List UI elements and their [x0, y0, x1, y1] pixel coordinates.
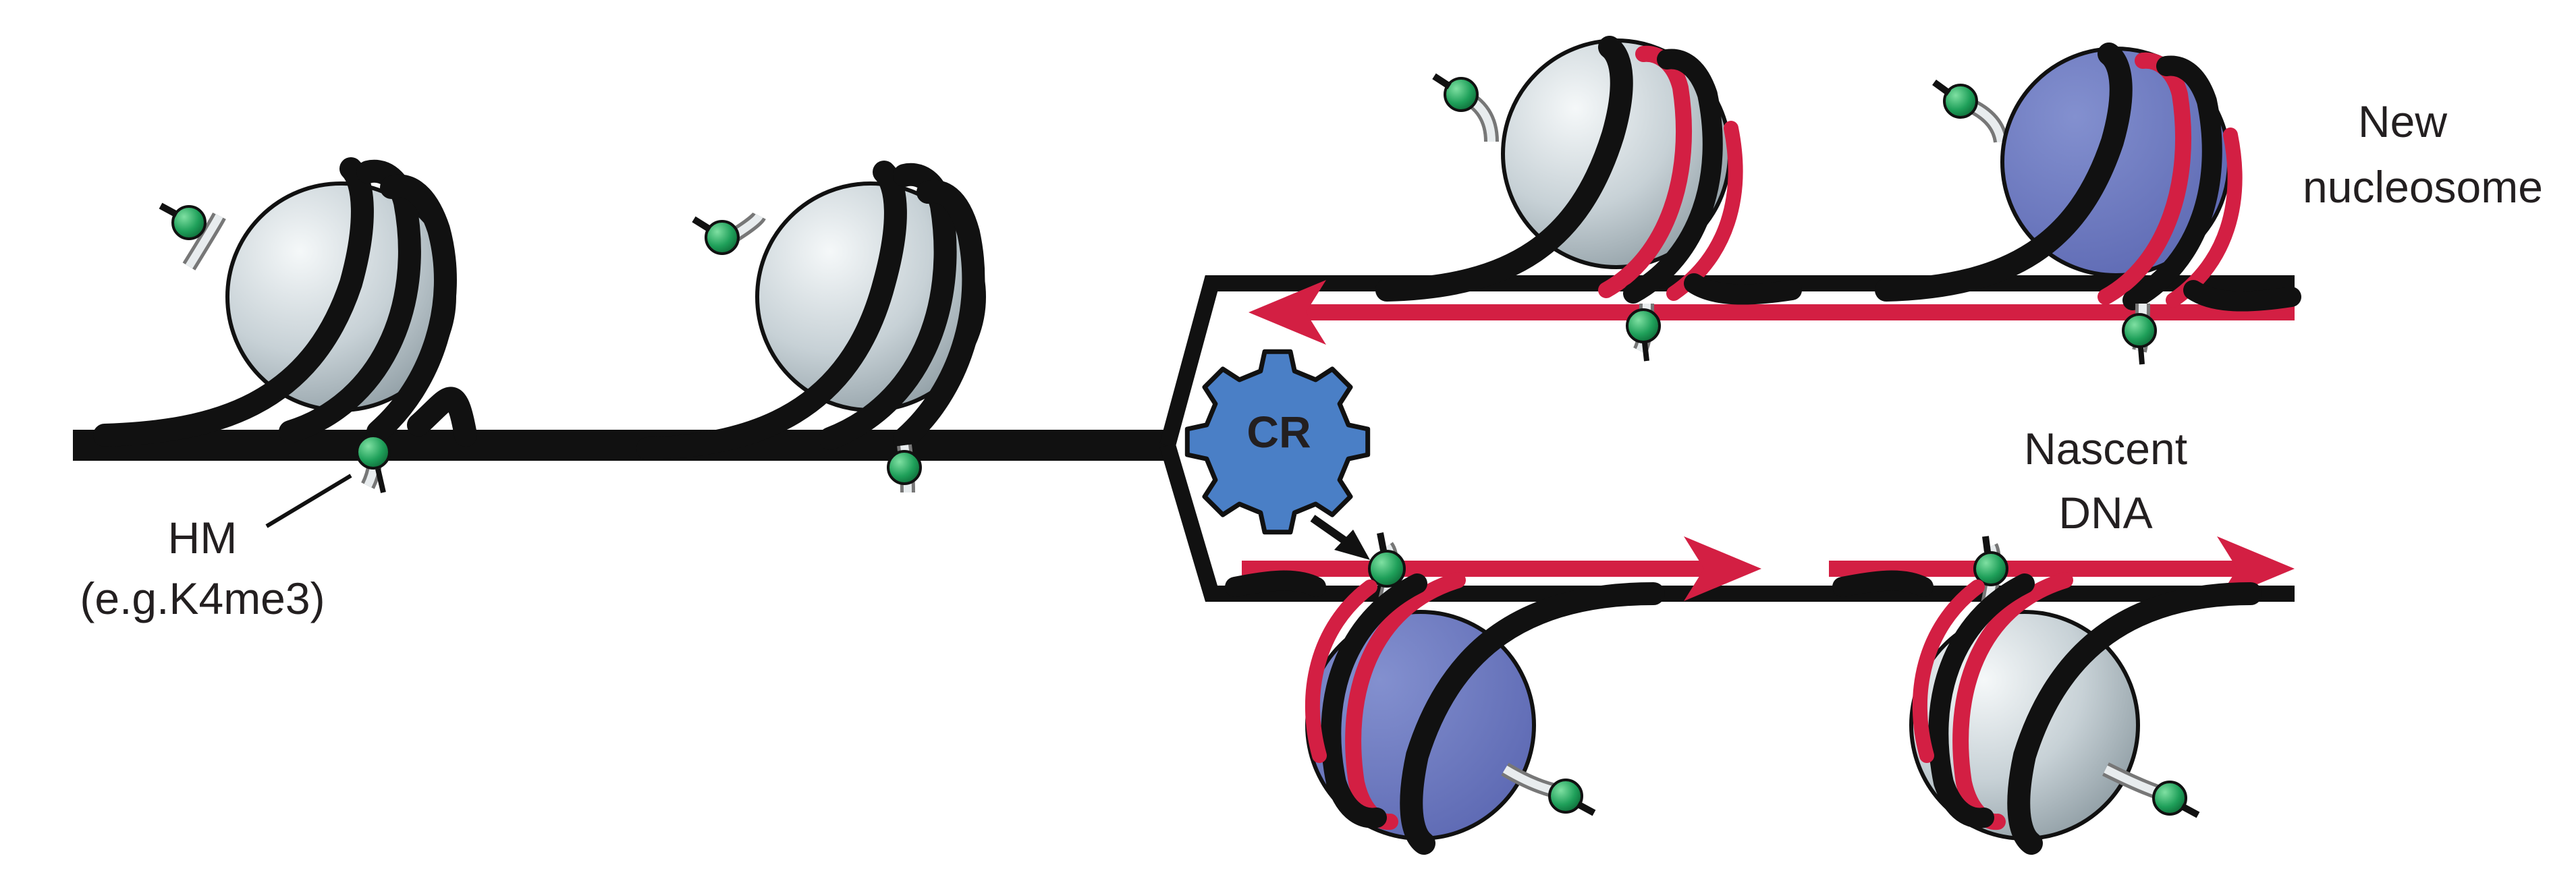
new-nucleosome-label-line2: nucleosome: [2303, 162, 2543, 212]
cr-label: CR: [1246, 407, 1311, 457]
cr-arrow: [1310, 515, 1349, 545]
histone-mark: [1626, 308, 1661, 343]
chromatin-remodeler: CR: [1184, 349, 1371, 560]
histone-mark: [1368, 550, 1406, 588]
hm-annotation: HM (e.g.K4me3): [80, 474, 352, 623]
nucleosome-lower-old: [1832, 536, 2262, 855]
nascent-dna-strands: [1242, 280, 2295, 601]
gear-icon: [1184, 349, 1371, 535]
histone-mark: [2122, 313, 2157, 348]
nascent-dna-label-line2: DNA: [2058, 488, 2152, 538]
hm-example-label: (e.g.K4me3): [80, 573, 325, 623]
histone-mark: [1444, 77, 1479, 112]
histone-mark: [2152, 781, 2187, 816]
nucleosome-upper-new: [1875, 43, 2301, 365]
nucleosome-upper-old: [1375, 36, 1802, 362]
nascent-arrowhead-top: [1249, 280, 1326, 345]
histone-mark: [356, 434, 391, 470]
nascent-dna-label-line1: Nascent: [2024, 424, 2187, 474]
histone-mark: [1943, 84, 1978, 119]
hm-label: HM: [168, 513, 238, 563]
histone-mark: [705, 220, 740, 255]
new-nucleosome-label-line1: New: [2358, 96, 2447, 146]
cr-arrowhead: [1334, 530, 1370, 560]
nucleosome-old-2: [636, 161, 986, 493]
histone-mark: [1973, 551, 2008, 586]
nucleosome-lower-new: [1225, 532, 1665, 855]
histone-mark: [1548, 779, 1583, 814]
hm-leader-line: [265, 474, 352, 528]
nascent-arrowhead-lower-1: [1684, 536, 1761, 601]
histone-mark: [887, 450, 922, 485]
nucleosome-old-1: [93, 157, 477, 493]
histone-mark: [171, 205, 207, 240]
